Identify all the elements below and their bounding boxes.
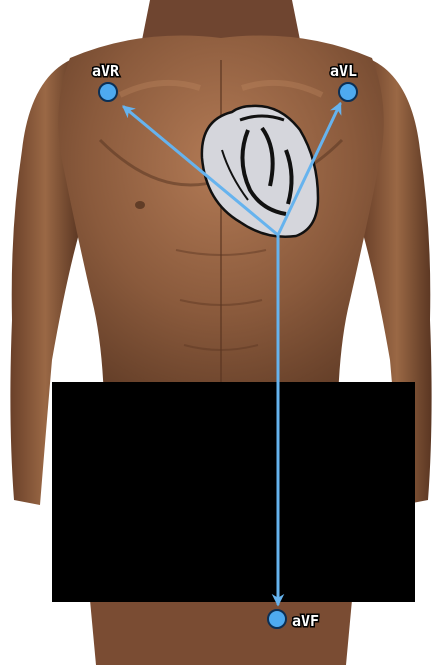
censor-box [52,382,415,602]
thighs [90,600,352,665]
label-avf: aVF [292,612,319,630]
electrode-avl-icon [339,83,357,101]
label-avr: aVR [92,62,120,80]
electrode-avr-icon [99,83,117,101]
electrode-avf-icon [268,610,286,628]
label-avl: aVL [330,62,357,80]
